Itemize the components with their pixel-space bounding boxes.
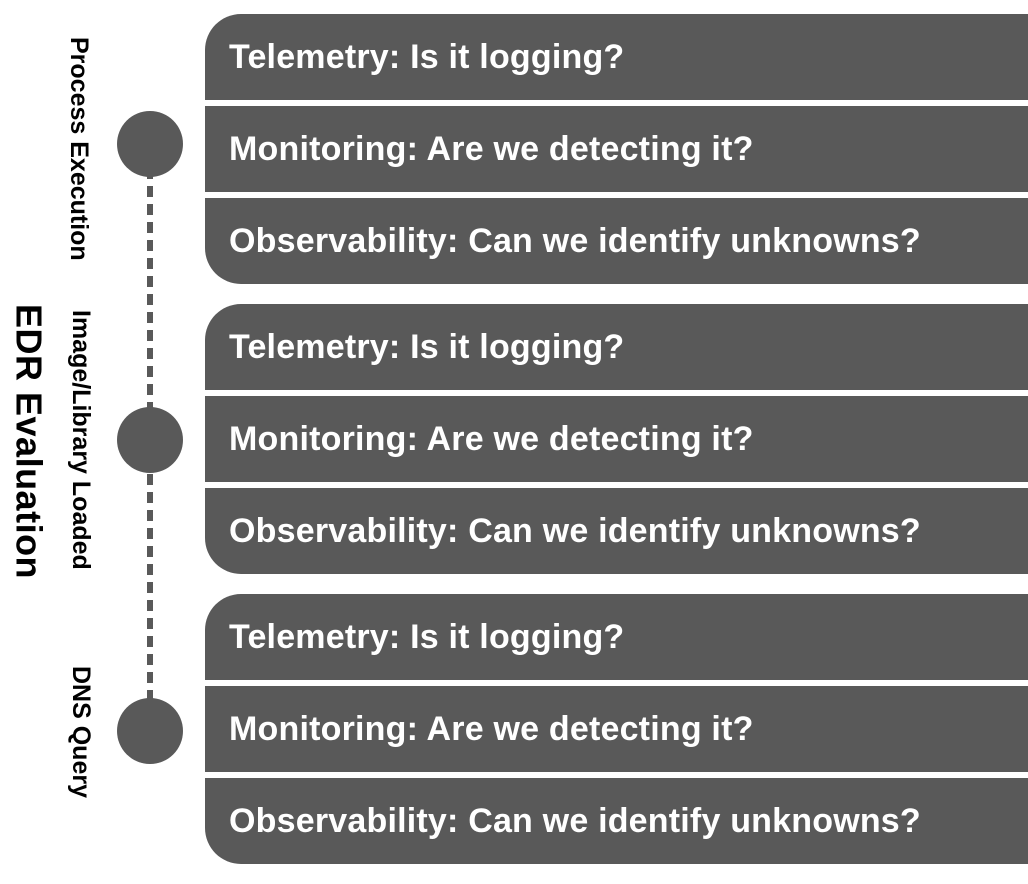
question-bar-observability: Observability: Can we identify unknowns? xyxy=(205,198,1028,284)
diagram-title: EDR Evaluation xyxy=(8,304,50,580)
question-bar-observability: Observability: Can we identify unknowns? xyxy=(205,778,1028,864)
stage-card-dns-query: Telemetry: Is it logging? Monitoring: Ar… xyxy=(205,594,1028,864)
question-bar-monitoring: Monitoring: Are we detecting it? xyxy=(205,106,1028,192)
stage-card-image-library-loaded: Telemetry: Is it logging? Monitoring: Ar… xyxy=(205,304,1028,574)
question-bar-monitoring: Monitoring: Are we detecting it? xyxy=(205,686,1028,772)
stage-card-process-execution: Telemetry: Is it logging? Monitoring: Ar… xyxy=(205,14,1028,284)
stage-label-image-library-loaded: Image/Library Loaded xyxy=(66,310,95,570)
question-bar-telemetry: Telemetry: Is it logging? xyxy=(205,14,1028,100)
timeline-node-process-execution xyxy=(117,111,183,177)
question-bar-telemetry: Telemetry: Is it logging? xyxy=(205,594,1028,680)
stage-label-dns-query: DNS Query xyxy=(66,666,95,798)
question-bar-observability: Observability: Can we identify unknowns? xyxy=(205,488,1028,574)
stage-label-process-execution: Process Execution xyxy=(64,37,93,261)
question-bar-monitoring: Monitoring: Are we detecting it? xyxy=(205,396,1028,482)
timeline-node-dns-query xyxy=(117,698,183,764)
question-bar-telemetry: Telemetry: Is it logging? xyxy=(205,304,1028,390)
timeline-node-image-library-loaded xyxy=(117,407,183,473)
